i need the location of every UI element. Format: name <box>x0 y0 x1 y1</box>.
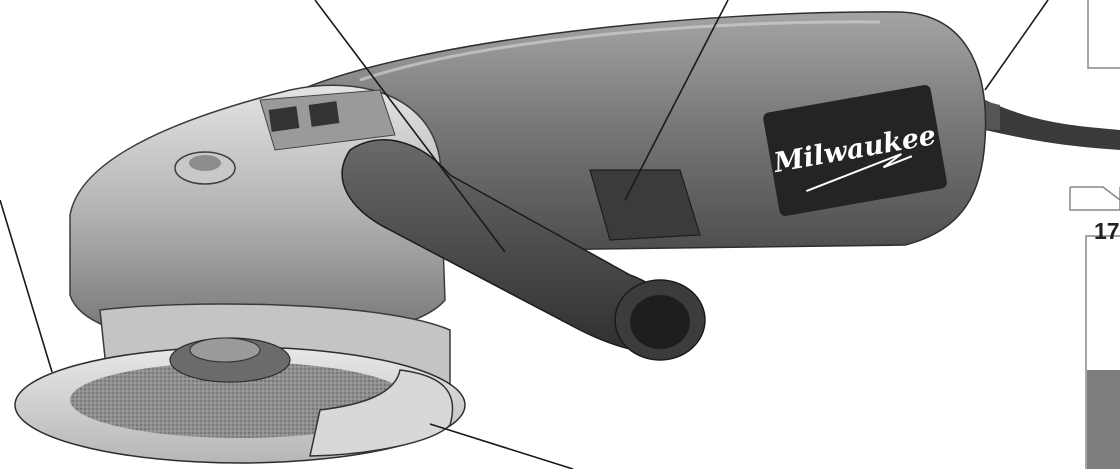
callout-box-top <box>1087 0 1120 69</box>
milwaukee-logo: Milwaukee <box>763 84 947 217</box>
housing-highlight <box>359 20 881 82</box>
leader-line-guard <box>429 423 574 469</box>
logo-badge <box>763 84 947 217</box>
leader-line-wheel <box>0 199 53 373</box>
figure-frame <box>1085 235 1120 469</box>
leader-lines <box>0 0 1049 469</box>
paddle-switch <box>589 169 701 241</box>
leader-line-switch <box>624 0 729 201</box>
guard-front <box>309 369 454 457</box>
power-cord <box>985 100 1120 150</box>
logo-lightning <box>806 153 913 192</box>
page-number: 17 <box>1094 218 1120 244</box>
spindle-lock-center <box>189 155 221 171</box>
side-handle-end-recess <box>630 295 690 349</box>
leader-line-side-handle <box>314 0 506 253</box>
vent-slot <box>268 106 300 132</box>
figure-photo-fragment <box>1087 370 1120 469</box>
vent-slot <box>308 101 340 127</box>
page-icon <box>1069 186 1120 211</box>
leader-line-cord <box>984 0 1049 91</box>
flange-nut <box>189 337 261 363</box>
